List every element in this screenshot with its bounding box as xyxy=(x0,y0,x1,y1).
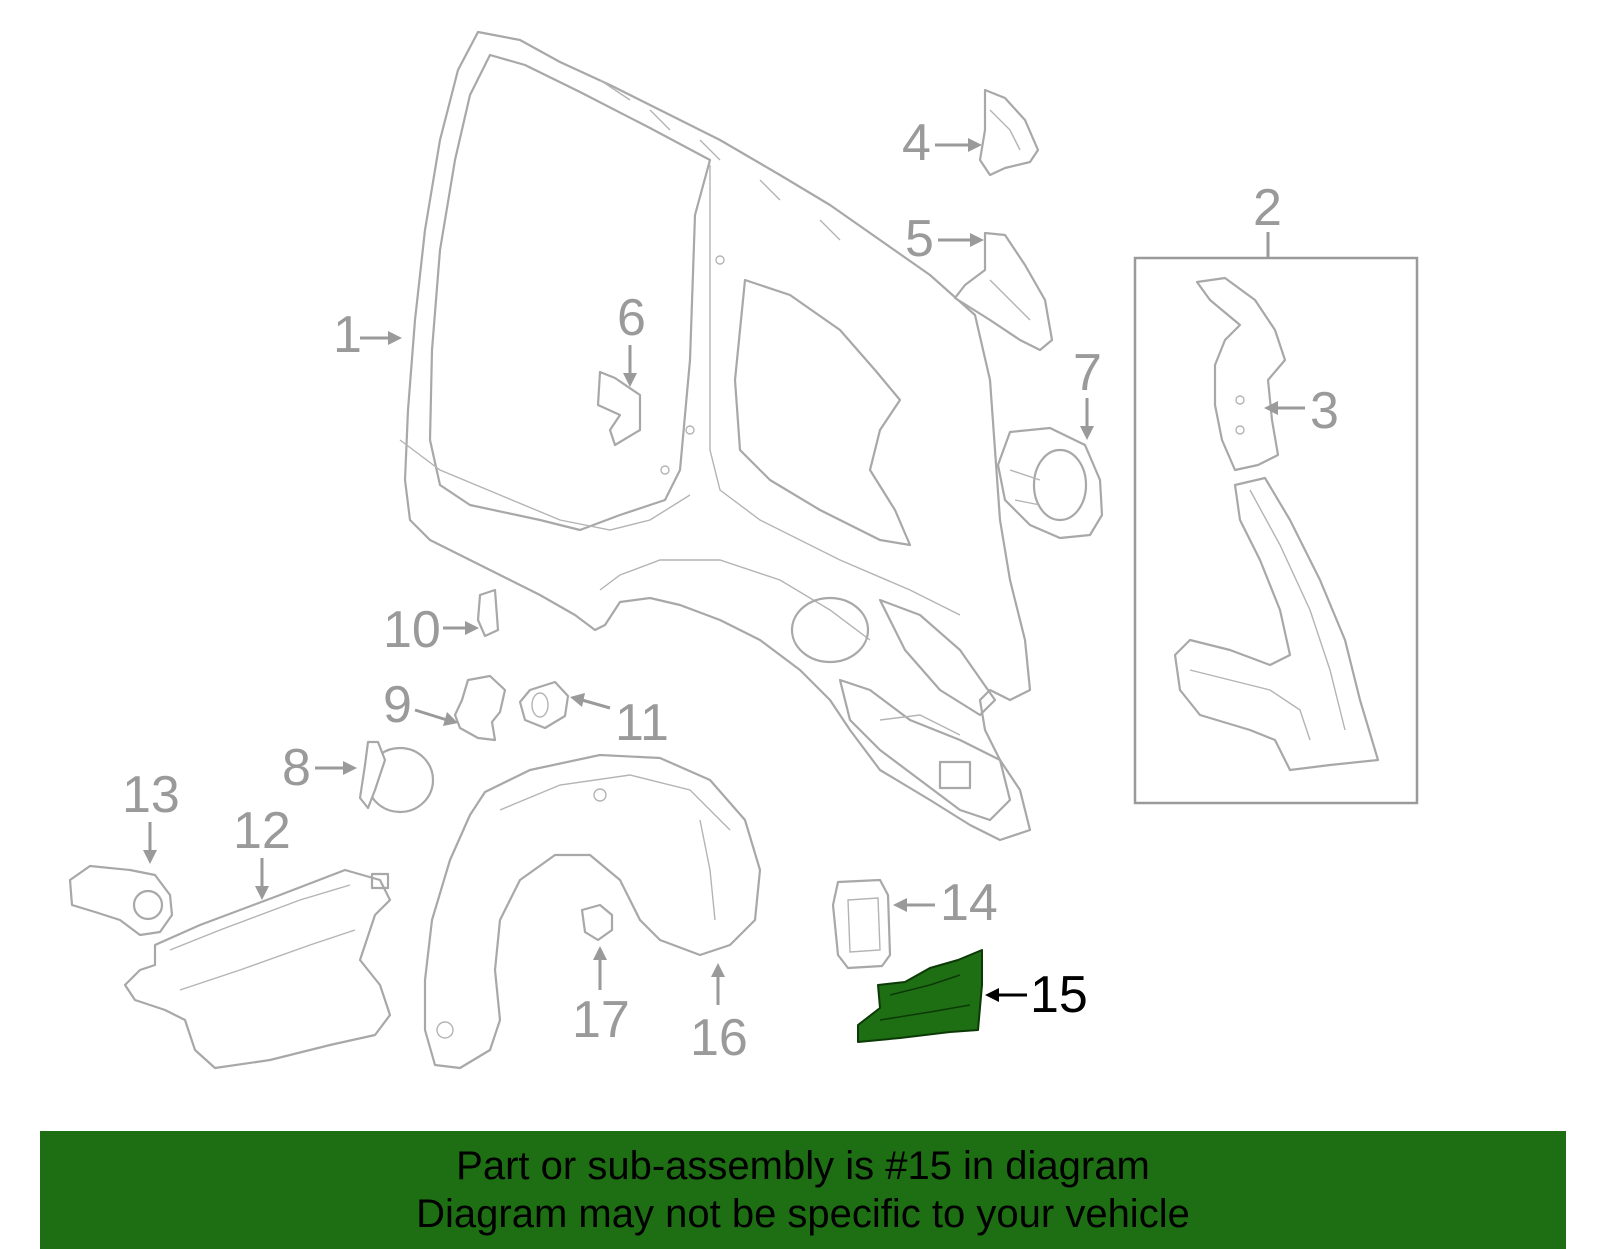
callout-15: 15 xyxy=(985,966,1088,1024)
callout-label-8: 8 xyxy=(282,739,311,797)
part-14-pad[interactable] xyxy=(831,878,892,970)
part-11-grommet[interactable] xyxy=(518,680,570,730)
callout-13: 13 xyxy=(122,766,180,864)
caption-line-1: Part or sub-assembly is #15 in diagram xyxy=(456,1144,1150,1188)
part-17-fastener[interactable] xyxy=(580,903,614,942)
callout-label-13: 13 xyxy=(122,766,180,824)
callout-12: 12 xyxy=(233,802,291,900)
part-10-clip[interactable] xyxy=(476,588,500,638)
callout-label-4: 4 xyxy=(902,114,931,172)
part-1-quarter-panel[interactable] xyxy=(399,30,1032,842)
part-5-trim-piece[interactable] xyxy=(953,231,1054,352)
callout-label-11: 11 xyxy=(615,694,669,752)
callout-9: 9 xyxy=(383,676,458,734)
callout-label-9: 9 xyxy=(383,676,412,734)
callout-label-14: 14 xyxy=(940,874,998,932)
part-9-bracket[interactable] xyxy=(453,674,507,742)
callout-16: 16 xyxy=(690,963,748,1067)
part-2-assembly-box[interactable] xyxy=(1133,232,1419,805)
part-7-fuel-door-housing[interactable] xyxy=(996,426,1104,540)
callout-label-15: 15 xyxy=(1030,966,1088,1024)
callout-label-3: 3 xyxy=(1310,382,1339,440)
callout-3: 3 xyxy=(1264,382,1339,440)
callout-label-12: 12 xyxy=(233,802,291,860)
part-12-fuel-filler-neck[interactable] xyxy=(123,868,392,1070)
part-3-bracket[interactable] xyxy=(1195,276,1287,472)
callout-10: 10 xyxy=(383,601,479,659)
caption-line-2: Diagram may not be specific to your vehi… xyxy=(416,1192,1190,1236)
callout-8: 8 xyxy=(282,739,357,797)
callout-label-2: 2 xyxy=(1253,179,1282,237)
callout-label-1: 1 xyxy=(333,306,362,364)
callout-1: 1 xyxy=(333,306,402,364)
part-6-bracket[interactable] xyxy=(596,370,642,447)
callout-17: 17 xyxy=(572,946,630,1049)
callout-2: 2 xyxy=(1253,179,1282,237)
callout-label-6: 6 xyxy=(617,289,646,347)
callout-5: 5 xyxy=(905,210,984,268)
callout-11: 11 xyxy=(570,693,669,752)
part-16-fender-liner[interactable] xyxy=(423,753,762,1070)
callout-4: 4 xyxy=(902,114,982,172)
caption-banner: Part or sub-assembly is #15 in diagram D… xyxy=(40,1131,1566,1249)
callout-label-5: 5 xyxy=(905,210,934,268)
part-13-actuator[interactable] xyxy=(68,864,174,937)
callout-6: 6 xyxy=(617,289,646,387)
part-15-highlighted[interactable] xyxy=(857,949,983,1043)
part-4-trim-piece[interactable] xyxy=(978,88,1040,177)
callout-14: 14 xyxy=(893,874,998,932)
callout-label-17: 17 xyxy=(572,991,630,1049)
callout-label-10: 10 xyxy=(383,601,441,659)
callout-7: 7 xyxy=(1073,344,1102,440)
callout-label-7: 7 xyxy=(1073,344,1102,402)
part-8-fuel-door[interactable] xyxy=(358,740,435,814)
callout-label-16: 16 xyxy=(690,1009,748,1067)
